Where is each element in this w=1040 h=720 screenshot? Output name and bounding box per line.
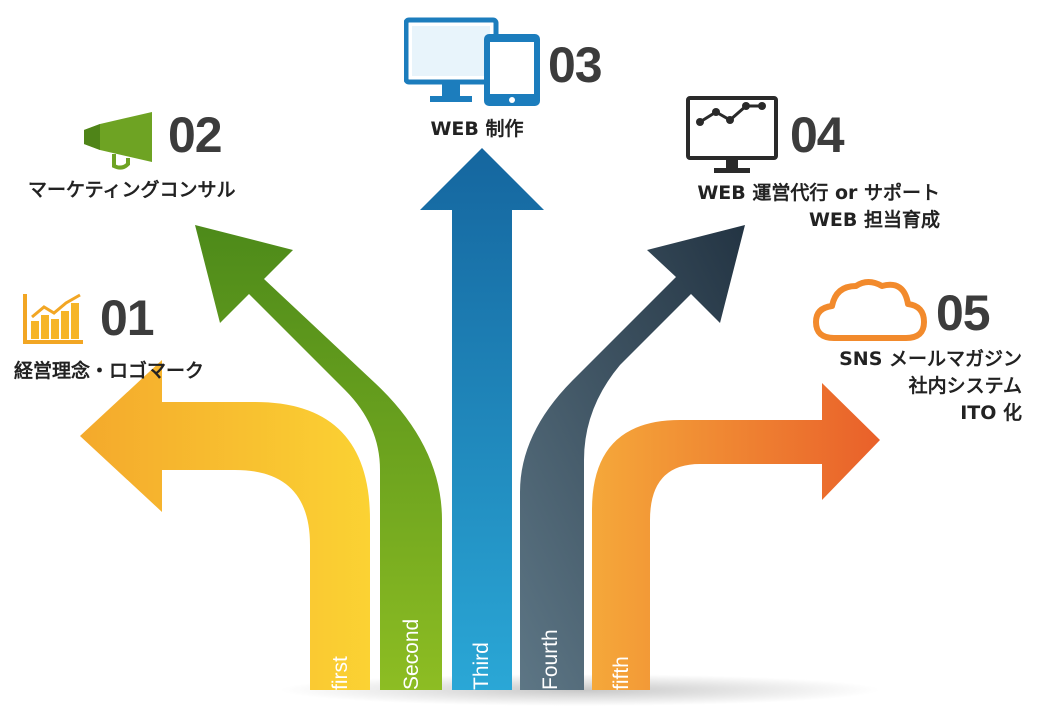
item-number-02: 02 xyxy=(168,107,223,163)
arrow-fifth xyxy=(592,383,880,690)
bar-chart-icon xyxy=(23,293,83,344)
arrow-third xyxy=(420,148,544,690)
arrow-second xyxy=(195,225,442,690)
arrow-label-fourth: Fourth xyxy=(539,629,562,690)
arrow-label-third: Third xyxy=(470,642,493,690)
monitor-tablet-icon xyxy=(404,17,540,106)
item-number-01: 01 xyxy=(100,290,155,346)
line-graph-monitor-icon xyxy=(686,96,778,173)
arrow-first xyxy=(80,360,370,690)
arrow-label-fifth: fifth xyxy=(610,656,633,690)
item-label-01: 経営理念・ロゴマーク xyxy=(14,360,205,382)
megaphone-icon xyxy=(84,112,152,170)
arrow-fourth xyxy=(520,225,745,690)
arrow-label-first: first xyxy=(329,656,352,690)
arrow-label-second: Second xyxy=(400,618,423,690)
item-label-05: SNS メールマガジン 社内システム ITO 化 xyxy=(839,348,1022,424)
item-label-03: WEB 制作 xyxy=(430,118,524,140)
item-label-04: WEB 運営代行 or サポート WEB 担当育成 xyxy=(697,182,940,231)
item-number-05: 05 xyxy=(936,285,991,341)
item-label-02: マーケティングコンサル xyxy=(28,179,236,201)
item-number-03: 03 xyxy=(548,37,603,93)
cloud-icon xyxy=(813,279,927,341)
item-number-04: 04 xyxy=(790,107,845,163)
